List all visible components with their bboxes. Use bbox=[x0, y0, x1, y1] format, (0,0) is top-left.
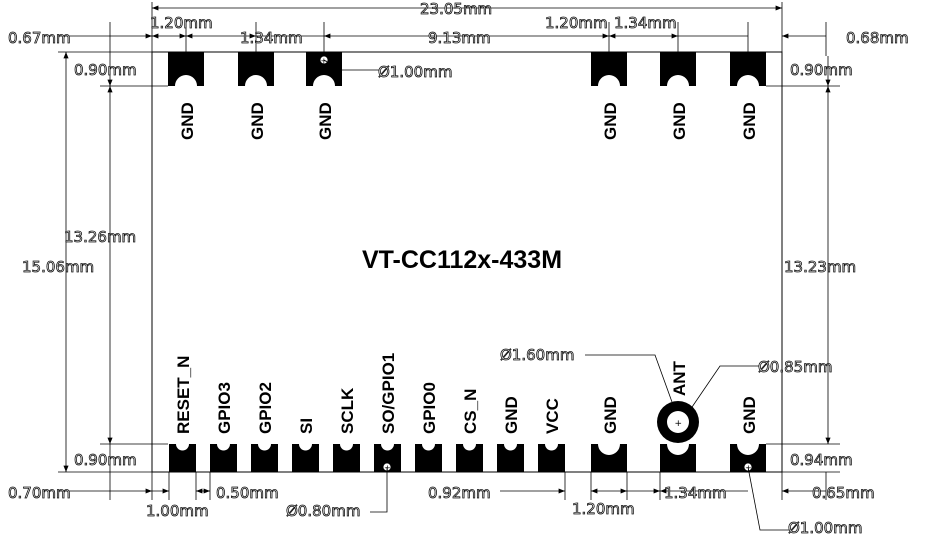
top-pin-label: GND bbox=[316, 102, 335, 140]
top-pin-label: GND bbox=[601, 102, 620, 140]
bottom-pad bbox=[660, 444, 696, 472]
bottom-pin-label: SI bbox=[297, 418, 316, 434]
top-pad bbox=[730, 52, 766, 86]
bottom-pin-label: GND bbox=[601, 396, 620, 434]
bottom-pad bbox=[538, 444, 565, 472]
dim-overall-height: 15.06mm bbox=[22, 258, 94, 276]
bottom-pad bbox=[169, 444, 196, 472]
dimension-labels: 23.05mm 0.67mm 1.20mm 1.34mm 9.13mm 1.20… bbox=[8, 0, 909, 537]
dim-top-gap: 9.13mm bbox=[428, 29, 491, 47]
bottom-pad bbox=[415, 444, 442, 472]
top-pin-label: GND bbox=[248, 102, 267, 140]
svg-text:+: + bbox=[321, 57, 328, 66]
dim-top-pad-right-height: 0.90mm bbox=[790, 61, 853, 79]
dim-top-pitch-4: 1.34mm bbox=[614, 14, 677, 32]
dim-bottom-pad-right-height: 0.94mm bbox=[790, 451, 853, 469]
bottom-pad bbox=[374, 444, 401, 472]
top-pad bbox=[591, 52, 627, 86]
bottom-pin-label: GPIO2 bbox=[256, 382, 275, 434]
module-title: VT-CC112x-433M bbox=[362, 246, 562, 274]
bottom-pad bbox=[497, 444, 524, 472]
dim-top-pitch-3: 1.20mm bbox=[545, 14, 608, 32]
dim-bottom-right-hole-dia: Ø1.00mm bbox=[788, 519, 862, 537]
bottom-pad bbox=[210, 444, 237, 472]
bottom-pad bbox=[730, 444, 766, 472]
dim-inner-height-left: 13.26mm bbox=[64, 228, 136, 246]
svg-text:+: + bbox=[675, 419, 683, 429]
top-pin-labels: GND GND GND GND GND GND bbox=[178, 102, 759, 140]
dim-bottom-pad-width: 0.50mm bbox=[216, 484, 279, 502]
dim-right-margin-bottom: 0.65mm bbox=[812, 484, 875, 502]
bottom-pin-label: SO/GPIO1 bbox=[379, 353, 398, 434]
bottom-pin-label: GPIO0 bbox=[420, 382, 439, 434]
top-pin-label: GND bbox=[740, 102, 759, 140]
dim-bottom-gap: 0.92mm bbox=[428, 484, 491, 502]
dim-bottom-pitch-2: 1.20mm bbox=[572, 500, 635, 518]
dim-ant-inner-dia: Ø0.85mm bbox=[758, 358, 832, 376]
bottom-pin-label: VCC bbox=[543, 398, 562, 434]
ant-hole bbox=[667, 411, 689, 433]
dimension-lines bbox=[58, 2, 840, 531]
dim-bottom-pitch-3: 1.34mm bbox=[664, 484, 727, 502]
bottom-pad bbox=[456, 444, 483, 472]
dim-bottom-pad-left-height: 0.90mm bbox=[74, 451, 137, 469]
dim-top-pitch-1: 1.20mm bbox=[150, 14, 213, 32]
top-pad bbox=[306, 52, 342, 86]
dim-overall-width: 23.05mm bbox=[420, 0, 492, 18]
bottom-pad bbox=[251, 444, 278, 472]
bottom-pad bbox=[333, 444, 360, 472]
bottom-pin-label: CS_N bbox=[461, 389, 480, 434]
bottom-pad bbox=[292, 444, 319, 472]
dim-inner-height-right: 13.23mm bbox=[784, 258, 856, 276]
bottom-pin-label: RESET_N bbox=[174, 356, 193, 434]
bottom-pin-label: GND bbox=[740, 396, 759, 434]
bottom-pin-labels: RESET_N GPIO3 GPIO2 SI SCLK SO/GPIO1 GPI… bbox=[174, 353, 759, 434]
top-pad bbox=[238, 52, 274, 86]
top-pad bbox=[660, 52, 696, 86]
top-pad bbox=[168, 52, 204, 86]
bottom-pads: + + + bbox=[169, 401, 766, 473]
dim-left-margin-top: 0.67mm bbox=[8, 29, 71, 47]
top-pads: + bbox=[168, 52, 766, 86]
dim-top-hole-dia: Ø1.00mm bbox=[378, 63, 452, 81]
dim-bottom-hole-dia: Ø0.80mm bbox=[286, 502, 360, 520]
bottom-pin-label: SCLK bbox=[338, 387, 357, 434]
dim-top-pitch-2: 1.34mm bbox=[240, 29, 303, 47]
dim-bottom-pitch-1: 1.00mm bbox=[146, 502, 209, 520]
bottom-pad bbox=[591, 444, 627, 472]
top-pin-label: GND bbox=[178, 102, 197, 140]
dim-top-pad-left-height: 0.90mm bbox=[74, 61, 137, 79]
bottom-pin-label: GND bbox=[502, 396, 521, 434]
dim-ant-outer-dia: Ø1.60mm bbox=[500, 346, 574, 364]
bottom-pin-label: GPIO3 bbox=[215, 382, 234, 434]
dim-left-margin-bottom: 0.70mm bbox=[8, 484, 71, 502]
bottom-pin-label: ANT bbox=[670, 360, 689, 396]
top-pin-label: GND bbox=[670, 102, 689, 140]
dim-right-margin-top: 0.68mm bbox=[846, 29, 909, 47]
